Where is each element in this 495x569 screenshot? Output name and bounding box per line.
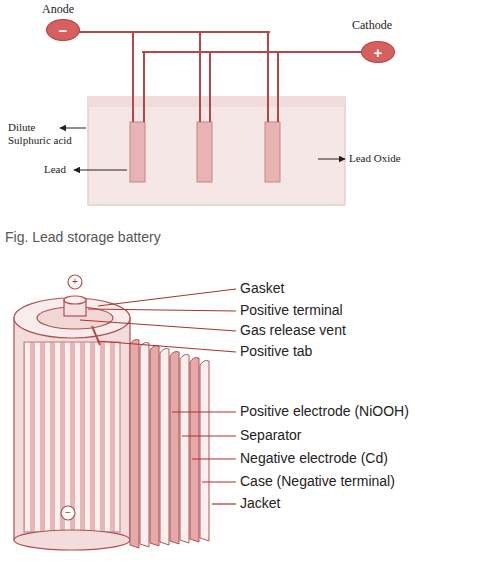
polarity-symbol: − (65, 507, 71, 519)
electrode-strip (140, 343, 149, 548)
electrode-strip (150, 346, 159, 547)
part-label: Separator (240, 427, 301, 443)
electrode-strips (130, 340, 209, 549)
part-label: Gasket (240, 280, 284, 296)
terminal-sign: − (59, 22, 68, 39)
terminal-sign: + (374, 44, 383, 61)
part-label: Gas release vent (240, 322, 346, 338)
cell-case (14, 275, 130, 550)
wires (78, 32, 362, 122)
electrode-plates (130, 122, 280, 182)
electrode-strip (130, 340, 139, 549)
electrode-strip (180, 355, 189, 544)
part-label: Positive tab (240, 343, 312, 359)
terminal-circle: − (46, 19, 80, 41)
electrode-strip (200, 361, 209, 542)
part-label: Lead Oxide (349, 152, 401, 165)
part-label: Case (Negative terminal) (240, 473, 395, 489)
part-label: Lead (44, 163, 66, 176)
figure-caption: Fig. Lead storage battery (5, 229, 161, 245)
electrode-label: Cathode (352, 19, 392, 33)
beaker (88, 97, 345, 205)
electrolyte-label: Dilute Sulphuric acid (8, 121, 78, 146)
terminal-circle: + (361, 41, 395, 63)
part-label: Jacket (240, 495, 280, 511)
polarity-symbol: + (72, 276, 78, 288)
electrode-strip (170, 352, 179, 545)
part-label: Negative electrode (Cd) (240, 450, 388, 466)
part-label: Positive terminal (240, 302, 343, 318)
leader-lines (80, 289, 236, 504)
electrode-label: Anode (42, 3, 74, 17)
pointer-arrows (60, 128, 345, 170)
electrode-strip (160, 349, 169, 546)
part-label: Positive electrode (NiOOH) (240, 403, 409, 419)
electrode-strip (190, 358, 199, 543)
